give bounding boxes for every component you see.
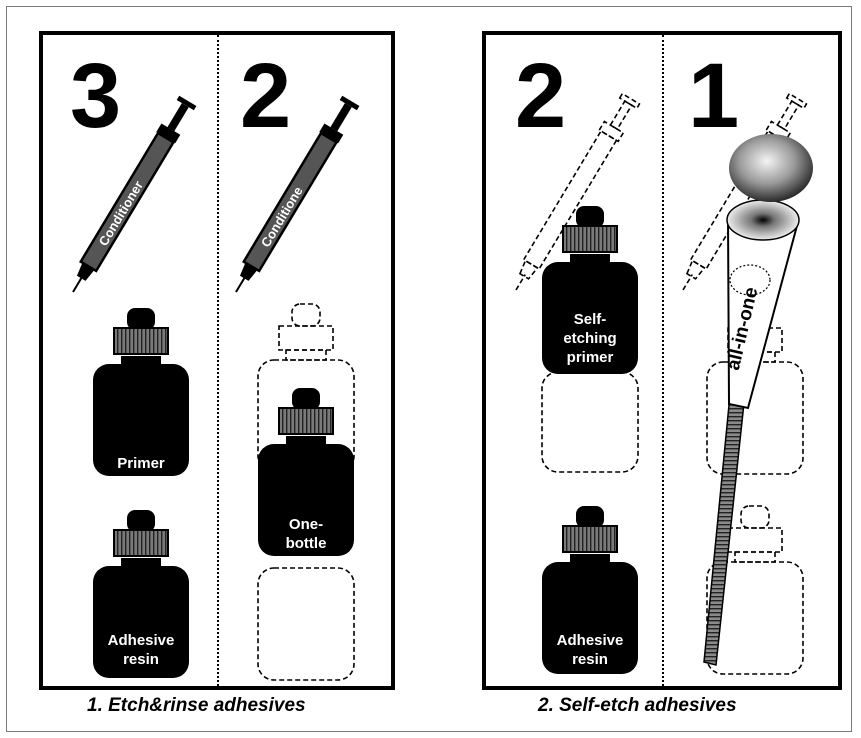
self-etching-primer-bottle: Self- etching primer [541,205,639,375]
primer-label: primer [567,349,614,366]
self-label: Self- [574,311,607,328]
etching-label: etching [563,330,616,347]
one-label: One- [289,516,323,533]
step-count-three: 3 [70,45,121,147]
step-count-one: 1 [688,45,739,147]
adhesive-label: Adhesive [557,632,624,649]
adhesive-resin-bottle: Adhesive resin [92,509,190,679]
resin-label: resin [572,651,608,668]
one-bottle: One- bottle [257,387,355,557]
panel-divider [217,35,219,686]
resin-label: resin [123,651,159,668]
etch-rinse-caption: 1. Etch&rinse adhesives [87,695,306,716]
ghost-bottle [541,371,639,473]
self-etch-caption: 2. Self-etch adhesives [538,695,737,716]
adhesive-resin-bottle: Adhesive resin [541,505,639,675]
conditioner-label: Conditione [258,184,306,250]
panel-divider [662,35,664,686]
primer-bottle: Primer [92,307,190,477]
step-count-two: 2 [240,45,291,147]
bottle-label: bottle [286,535,327,552]
conditioner-label: Conditioner [96,178,146,248]
step-count-two: 2 [515,45,566,147]
ghost-bottle [257,567,355,681]
adhesive-label: Adhesive [108,632,175,649]
primer-label: Primer [117,455,165,472]
all-in-one-applicator: all-in-one [703,134,813,666]
